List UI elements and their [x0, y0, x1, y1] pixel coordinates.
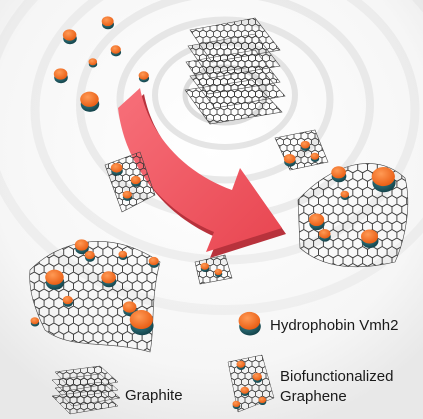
legend-protein-icon: [238, 311, 261, 336]
legend-product-label-line2: Graphene: [280, 388, 347, 405]
legend-product-label-line1: Biofunctionalized: [280, 368, 394, 385]
legend-graphene-icon: [227, 354, 275, 413]
legend-graphite-icon: [51, 365, 121, 415]
graphene-sheet-large: [29, 241, 161, 353]
process-arrow: [118, 88, 286, 258]
graphite-stack: [184, 17, 286, 125]
graphene-sheet-small: [194, 254, 233, 285]
legend-graphite-label: Graphite: [125, 387, 183, 404]
legend-protein-label: Hydrophobin Vmh2: [270, 317, 399, 334]
